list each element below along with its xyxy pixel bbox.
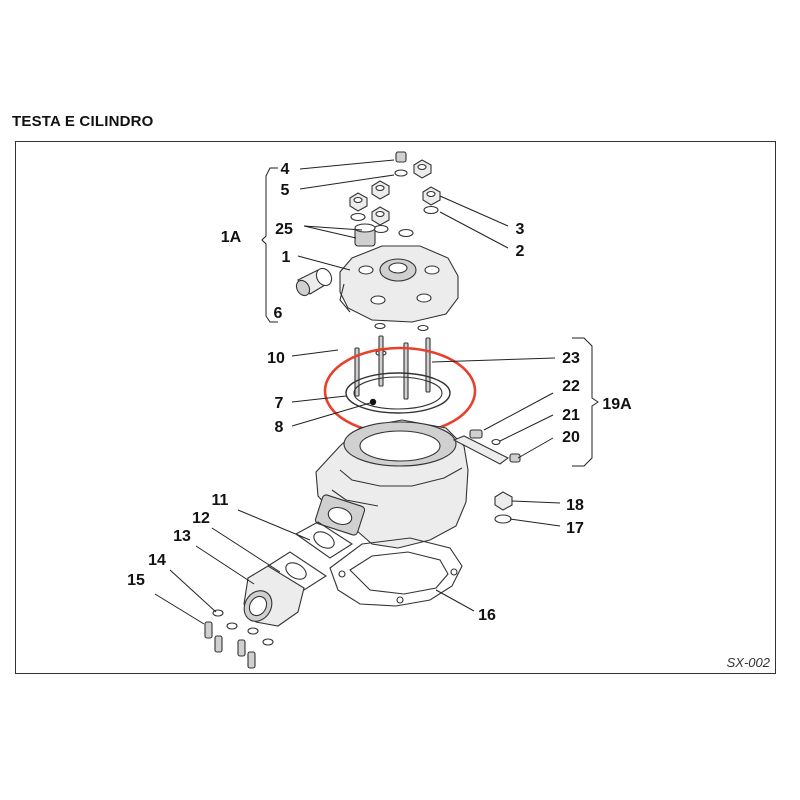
diagram-code: SX-002 [727, 655, 771, 670]
cylinder-studs [354, 322, 431, 400]
callout-6: 6 [274, 305, 283, 322]
callout-3: 3 [516, 221, 525, 238]
callout-22: 22 [562, 378, 580, 395]
intake-bolts [204, 609, 274, 669]
base-gasket [329, 537, 463, 607]
callout-25: 25 [275, 221, 293, 238]
callout-18: 18 [566, 497, 584, 514]
callout-15: 15 [127, 572, 145, 589]
callout-19A: 19A [602, 396, 632, 413]
callout-12: 12 [192, 510, 210, 527]
callout-20: 20 [562, 429, 580, 446]
callout-10: 10 [267, 350, 285, 367]
head-bolts-group [349, 151, 441, 247]
callout-13: 13 [173, 528, 191, 545]
intake-manifold-13 [243, 565, 305, 627]
intake-gasket-11 [294, 521, 354, 559]
callout-8: 8 [275, 419, 284, 436]
callout-23: 23 [562, 350, 580, 367]
cylinder-side-bolts [452, 429, 521, 524]
page-title: TESTA E CILINDRO [12, 113, 154, 130]
cylinder-head [339, 245, 459, 323]
callout-1: 1 [282, 249, 291, 266]
diagram-frame [15, 141, 776, 674]
callout-21: 21 [562, 407, 580, 424]
head-gasket-ring [345, 372, 451, 414]
callout-2: 2 [516, 243, 525, 260]
water-hose-fitting [295, 267, 333, 297]
callout-17: 17 [566, 520, 584, 537]
head-nut [371, 180, 390, 200]
callout-16: 16 [478, 607, 496, 624]
head-nut [413, 159, 432, 179]
callout-14: 14 [148, 552, 166, 569]
callout-4: 4 [281, 161, 290, 178]
leader-lines [154, 159, 599, 625]
head-nut [371, 206, 390, 226]
callout-1A: 1A [221, 229, 242, 246]
callout-5: 5 [281, 182, 290, 199]
head-nut [422, 186, 441, 206]
head-nut [349, 192, 368, 212]
cylinder-body [314, 419, 469, 549]
callout-11: 11 [212, 492, 229, 509]
callout-7: 7 [275, 395, 284, 412]
